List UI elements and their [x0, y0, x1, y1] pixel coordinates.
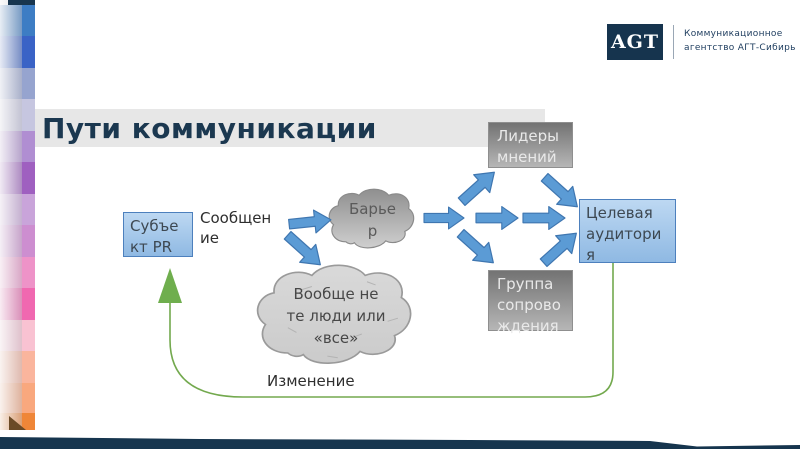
arrow-split-to-leaders — [454, 163, 503, 210]
arrow-barrier-out — [423, 206, 465, 230]
arrow-leaders-to-target — [537, 168, 586, 215]
arrow-split-middle — [475, 205, 519, 231]
wrong-audience-cloud: Вообще не те люди или «все» — [250, 258, 422, 372]
arrow-middle-to-target — [522, 205, 566, 231]
wrong-audience-cloud-label: Вообще не те люди или «все» — [286, 285, 386, 347]
logo-divider — [673, 25, 674, 59]
barrier-cloud-label: Барье р — [348, 200, 397, 240]
logo-monogram: AGT — [610, 31, 660, 53]
message-label: Сообщен ие — [200, 209, 272, 248]
wrong-audience-cloud-shape — [256, 264, 412, 364]
logo-name-line2: агентство АГТ-Сибирь — [684, 43, 796, 53]
target-audience-box: Целевая аудитори я — [579, 199, 676, 264]
company-logo: AGT Коммуникационное агентство АГТ-Сибир… — [607, 24, 796, 60]
barrier-cloud-shape — [328, 188, 415, 249]
logo-name-line1: Коммуникационное — [684, 29, 783, 40]
logo-mark: AGT — [607, 24, 663, 60]
arrow-message-to-barrier — [288, 208, 332, 236]
subject-pr-box: Субъе кт PR — [123, 212, 193, 257]
support-group-box: Группа сопрово ждения — [488, 270, 573, 335]
footer-ribbon — [0, 437, 800, 449]
feedback-loop-arrow — [158, 263, 614, 398]
page-title: Пути коммуникации — [42, 112, 377, 145]
strip-fade-overlay — [0, 0, 22, 430]
arrow-to-wrong-cloud — [279, 226, 329, 275]
strip-top-cap — [8, 0, 35, 5]
feedback-arrowhead-icon — [158, 268, 182, 303]
strip-fold-corner — [9, 416, 26, 430]
barrier-cloud: Барье р — [325, 183, 420, 255]
change-label: Изменение — [267, 372, 355, 390]
arrow-split-to-group — [453, 224, 502, 271]
logo-name: Коммуникационное агентство АГТ-Сибирь — [684, 28, 796, 56]
title-band — [35, 109, 545, 147]
opinion-leaders-box: Лидеры мнений — [488, 122, 573, 168]
arrow-group-to-target — [535, 224, 585, 273]
